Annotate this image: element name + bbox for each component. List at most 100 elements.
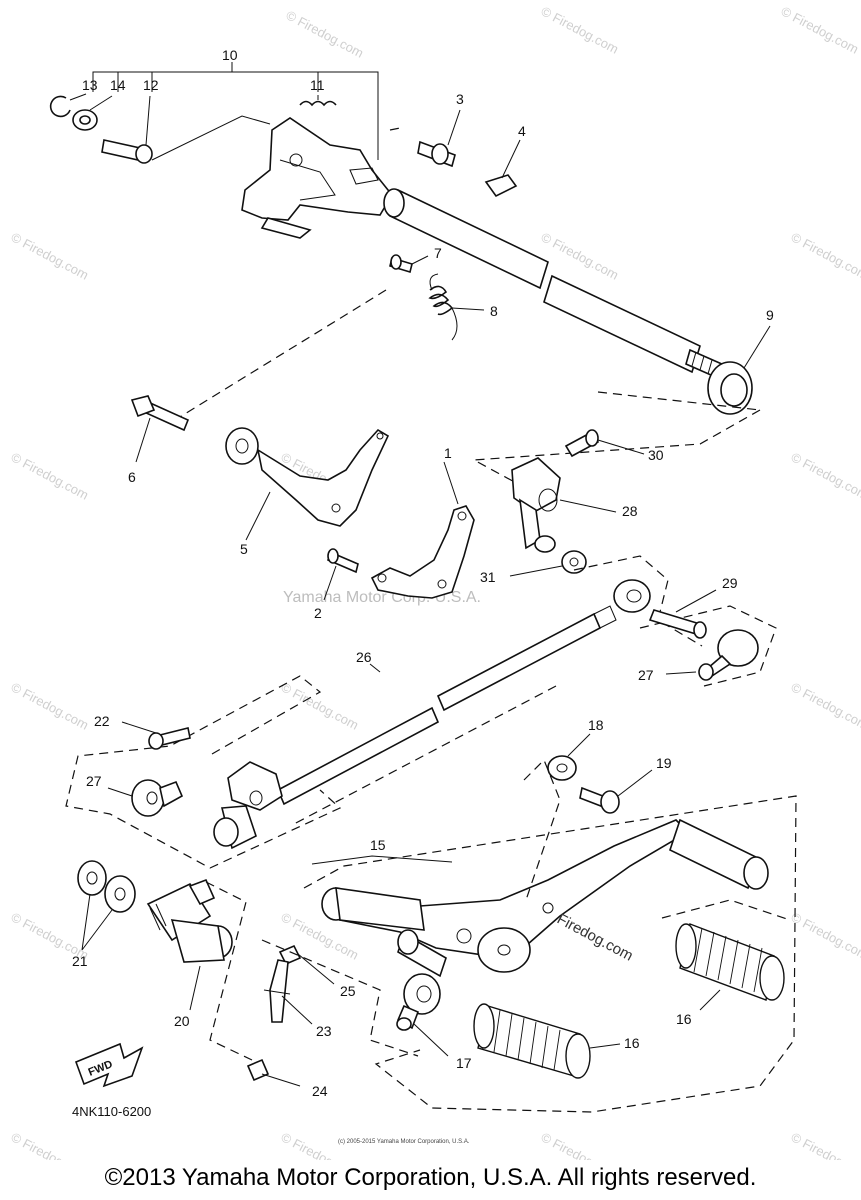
part-3-bolt (417, 109, 461, 168)
group-bracket-10 (92, 71, 379, 160)
part-9-oil-seal (707, 325, 771, 415)
callout-10: 10 (222, 47, 238, 63)
callout-2: 2 (314, 605, 322, 621)
pedal-watermark: Firedog.com (554, 911, 636, 965)
dashed-leader (261, 939, 419, 1057)
watermark: © Firedog.com (9, 679, 91, 732)
part-28-shift-arm (511, 457, 617, 553)
part-31-washer (509, 550, 587, 577)
part-19-bolt (579, 769, 653, 814)
callout-23: 23 (316, 1023, 332, 1039)
dashed-leader (205, 881, 253, 1061)
dashed-leader (174, 289, 387, 421)
part-8-spring (428, 273, 485, 341)
callout-26: 26 (356, 649, 372, 665)
watermark: © Firedog.com (539, 3, 621, 56)
callout-8: 8 (490, 303, 498, 319)
part-2-bolt (323, 548, 359, 601)
callout-27: 27 (86, 773, 102, 789)
part-27-cap-right (665, 629, 759, 681)
part-16-footpeg-rubber-upper (675, 923, 785, 1011)
part-14-washer (72, 95, 113, 131)
shift-rod-joint (213, 761, 283, 850)
part-1-plate (370, 461, 475, 599)
small-copyright-note: (c) 2005-2015 Yamaha Motor Corporation, … (338, 1139, 470, 1145)
callout-11: 11 (310, 77, 325, 93)
callout-22: 22 (94, 713, 110, 729)
shift-lever-assembly (241, 117, 393, 239)
callout-6: 6 (128, 469, 136, 485)
dashed-leader (639, 605, 777, 687)
part-20-joint (146, 878, 233, 1011)
watermark: © Firedog.com (279, 679, 361, 732)
callout-30: 30 (648, 447, 664, 463)
callout-31: 31 (480, 569, 496, 585)
callout-19: 19 (656, 755, 672, 771)
dashed-leader (471, 409, 761, 486)
callout-16: 16 (624, 1035, 640, 1051)
part-30-bolt (564, 429, 645, 458)
watermark: © Firedog.com (789, 909, 861, 962)
fwd-arrow-icon: FWD (74, 1042, 144, 1088)
watermark: © Firedog.com (9, 449, 91, 502)
watermark: © Firedog.com (9, 1129, 91, 1160)
bracket-15 (311, 855, 453, 865)
part-code: 4NK110-6200 (72, 1104, 151, 1119)
callout-1: 1 (444, 445, 452, 461)
part-22-bolt (121, 721, 191, 750)
watermark: © Firedog.com (284, 7, 366, 60)
callout-3: 3 (456, 91, 464, 107)
shift-shaft (383, 188, 741, 388)
callout-15: 15 (370, 837, 386, 853)
part-13-circlip (49, 93, 87, 118)
callout-25: 25 (340, 983, 356, 999)
watermark: © Firedog.com (789, 229, 861, 282)
callout-labels: 1 2 3 4 5 6 7 8 9 10 11 12 13 14 15 16 1… (72, 47, 774, 1099)
dashed-leader (65, 675, 342, 869)
callout-14: 14 (110, 77, 126, 93)
callout-24: 24 (312, 1083, 328, 1099)
watermark: © Firedog.com (539, 229, 621, 282)
callout-28: 28 (622, 503, 638, 519)
watermark: © Firedog.com (9, 229, 91, 282)
part-17-joint (396, 973, 449, 1057)
part-5-bracket (225, 427, 390, 541)
dashed-leader (523, 758, 561, 901)
callout-13: 13 (82, 77, 98, 93)
callout-12: 12 (143, 77, 159, 93)
exploded-parts-diagram: © Firedog.com © Firedog.com © Firedog.co… (9, 3, 861, 1160)
part-24-nut (246, 1058, 301, 1087)
part-26-shift-rod (276, 579, 651, 806)
callout-4: 4 (518, 123, 526, 139)
callout-9: 9 (766, 307, 774, 323)
part-11-spring (299, 95, 337, 107)
part-27-cap-left (107, 779, 184, 817)
callout-17: 17 (456, 1055, 472, 1071)
watermark: © Firedog.com (539, 1129, 621, 1160)
watermark: © Firedog.com (789, 679, 861, 732)
watermark: © Firedog.com (789, 449, 861, 502)
part-25-nut (278, 944, 335, 985)
part-15-shift-pedal (321, 818, 769, 978)
copyright-footer: ©2013 Yamaha Motor Corporation, U.S.A. A… (104, 1164, 757, 1191)
callout-7: 7 (434, 245, 442, 261)
part-23-bolt (263, 959, 313, 1025)
dashed-leader (303, 795, 797, 1113)
part-4-clip (484, 139, 521, 198)
part-18-washer (547, 733, 591, 781)
part-29-bolt (648, 589, 717, 639)
watermark: © Firedog.com (789, 1129, 861, 1160)
part-12-pin (101, 95, 271, 164)
part-6-bolt (130, 395, 190, 463)
callout-5: 5 (240, 541, 248, 557)
part-21-washers (77, 860, 136, 951)
part-7-bolt (389, 254, 429, 274)
callout-16: 16 (676, 1011, 692, 1027)
callout-20: 20 (174, 1013, 190, 1029)
callout-21: 21 (72, 953, 88, 969)
callout-29: 29 (722, 575, 738, 591)
callout-27: 27 (638, 667, 654, 683)
watermark: © Firedog.com (779, 3, 861, 56)
callout-18: 18 (588, 717, 604, 733)
